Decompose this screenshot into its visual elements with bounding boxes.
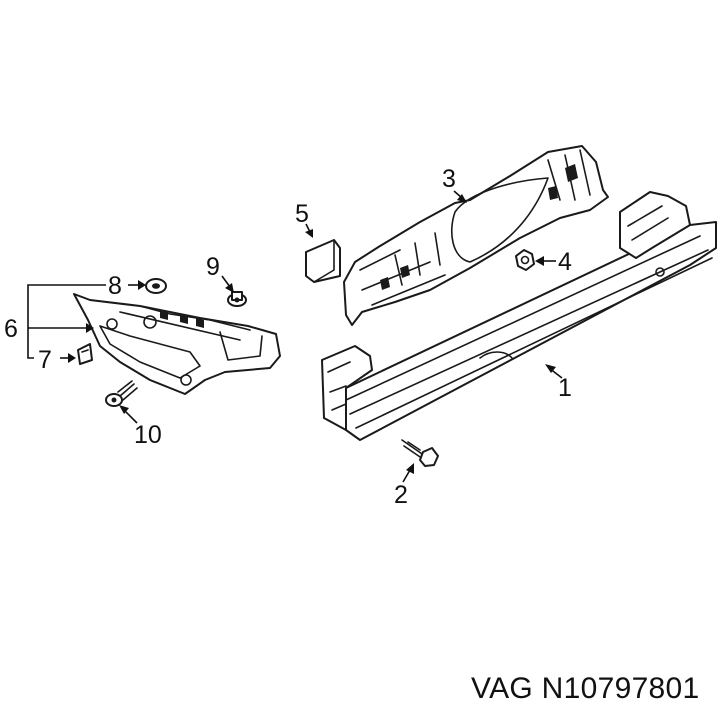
arrow-9	[225, 283, 234, 293]
arrow-7	[68, 353, 76, 363]
part-6-mounting-bracket	[73, 293, 281, 395]
callout-2: 2	[394, 481, 408, 509]
arrow-2	[406, 463, 414, 474]
arrow-1	[545, 364, 556, 373]
leader-2	[402, 469, 411, 483]
part-4-nut	[515, 249, 535, 271]
callout-10: 10	[134, 421, 162, 449]
part-5-cover-cap	[305, 239, 341, 283]
arrow-3	[457, 194, 467, 203]
callout-8: 8	[108, 272, 122, 300]
part-8-grommet	[145, 278, 167, 294]
callout-6: 6	[4, 315, 18, 343]
part-10-screw	[105, 380, 138, 407]
leader-lines	[27, 190, 563, 483]
arrow-6	[86, 323, 94, 333]
arrow-10	[119, 405, 129, 414]
callout-5: 5	[295, 200, 309, 228]
leader-10	[123, 409, 138, 424]
part-7-clip	[77, 343, 93, 365]
leader-6-bracket	[27, 284, 106, 359]
callout-7: 7	[38, 346, 52, 374]
part-1-bumper-beam	[321, 191, 717, 441]
callout-9: 9	[206, 253, 220, 281]
callout-3: 3	[442, 165, 456, 193]
part-2-bolt	[401, 439, 439, 467]
arrow-5	[305, 229, 313, 238]
part-3-energy-absorber	[343, 145, 609, 326]
callout-4: 4	[558, 248, 572, 276]
part-number-label: VAG N10797801	[471, 672, 700, 705]
callout-1: 1	[558, 374, 572, 402]
callout-labels: 1 2 3 4 5 6 7 8 9 10	[4, 165, 572, 509]
arrow-8	[138, 280, 146, 290]
arrow-4	[535, 256, 544, 266]
leader-9	[221, 275, 231, 288]
part-9-clip	[227, 291, 247, 307]
